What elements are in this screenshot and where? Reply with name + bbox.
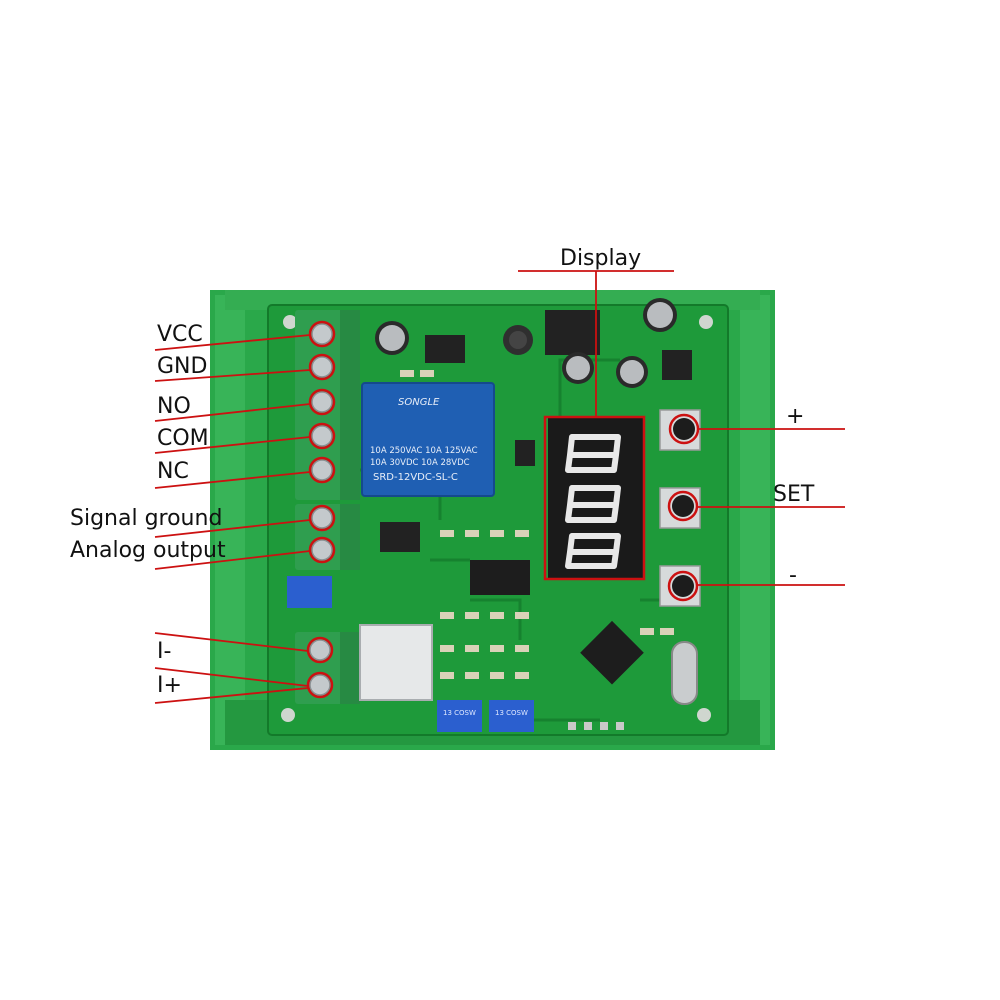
i-plus-label: I+ bbox=[157, 673, 182, 698]
nc-highlight bbox=[308, 456, 336, 484]
ic-chip bbox=[470, 560, 530, 595]
i-minus-label: I- bbox=[157, 639, 172, 664]
analog-output-highlight bbox=[308, 536, 336, 564]
minus-label: - bbox=[789, 563, 797, 588]
relay: SONGLE 10A 250VAC 10A 125VAC 10A 30VDC 1… bbox=[361, 382, 495, 497]
pot-marking-right: 13 COSW bbox=[495, 709, 528, 717]
vcc-label: VCC bbox=[157, 322, 203, 347]
relay-rating-1: 10A 250VAC 10A 125VAC bbox=[370, 446, 478, 456]
com-label: COM bbox=[157, 426, 209, 451]
callout-highlights bbox=[306, 320, 700, 699]
i-minus-highlight bbox=[306, 636, 334, 664]
relay-brand: SONGLE bbox=[398, 397, 440, 408]
signal-ground-label: Signal ground bbox=[70, 506, 223, 531]
set-label: SET bbox=[773, 482, 815, 507]
terminal-block-current bbox=[295, 632, 360, 704]
current-sensor-module bbox=[359, 624, 433, 701]
seven-segment-display bbox=[548, 418, 644, 578]
pot-marking-left: 13 COSW bbox=[443, 709, 476, 717]
display-label: Display bbox=[560, 246, 642, 271]
set-button-highlight bbox=[667, 490, 699, 522]
vcc-highlight bbox=[308, 320, 336, 348]
no-label: NO bbox=[157, 394, 191, 419]
terminal-block-relay bbox=[295, 310, 360, 500]
crystal bbox=[671, 641, 698, 705]
com-highlight bbox=[308, 422, 336, 450]
relay-model: SRD-12VDC-SL-C bbox=[373, 472, 458, 483]
potentiometers: 13 COSW 13 COSW bbox=[287, 576, 534, 732]
gnd-label: GND bbox=[157, 354, 208, 379]
no-highlight bbox=[308, 388, 336, 416]
display-highlight bbox=[543, 415, 646, 581]
analog-output-label: Analog output bbox=[70, 538, 226, 563]
electrolytic-capacitors bbox=[375, 298, 677, 388]
callout-lines bbox=[154, 270, 845, 704]
nc-label: NC bbox=[157, 459, 189, 484]
relay-rating-2: 10A 30VDC 10A 28VDC bbox=[370, 458, 470, 468]
minus-button-highlight bbox=[667, 570, 699, 602]
plus-label: + bbox=[786, 404, 805, 429]
i-plus-highlight bbox=[306, 671, 334, 699]
signal-ground-highlight bbox=[308, 504, 336, 532]
gnd-highlight bbox=[308, 353, 336, 381]
microcontroller-chip bbox=[580, 620, 644, 685]
